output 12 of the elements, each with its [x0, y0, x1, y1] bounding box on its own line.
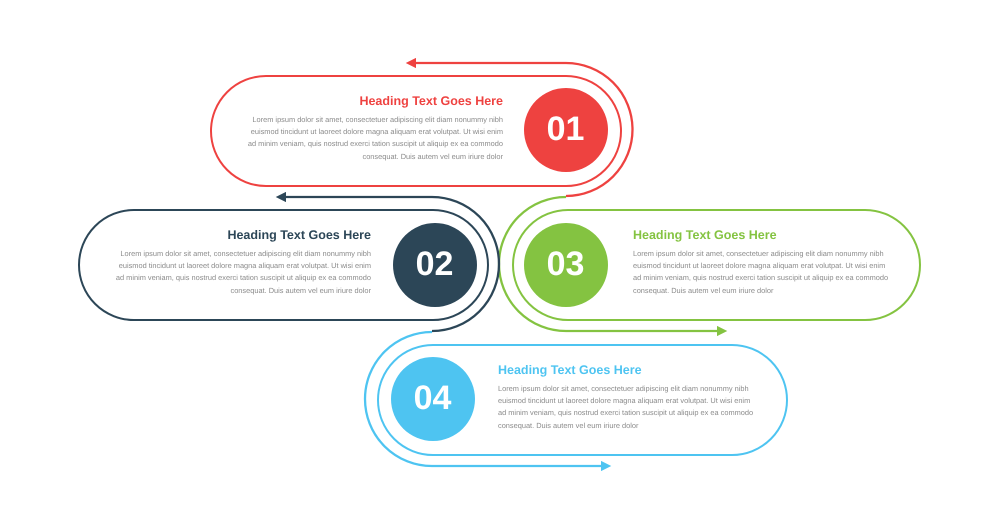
pill-card [210, 75, 622, 187]
pill-card [512, 209, 921, 321]
heading: Heading Text Goes Here [226, 228, 371, 242]
heading: Heading Text Goes Here [358, 94, 503, 108]
step-number: 01 [524, 88, 608, 172]
step-number: 04 [390, 356, 474, 440]
heading: Heading Text Goes Here [498, 363, 643, 377]
step-number: 02 [392, 222, 476, 306]
pill-card [78, 209, 489, 321]
heading: Heading Text Goes Here [633, 228, 778, 242]
step-number: 03 [524, 222, 608, 306]
pill-card [377, 344, 788, 456]
